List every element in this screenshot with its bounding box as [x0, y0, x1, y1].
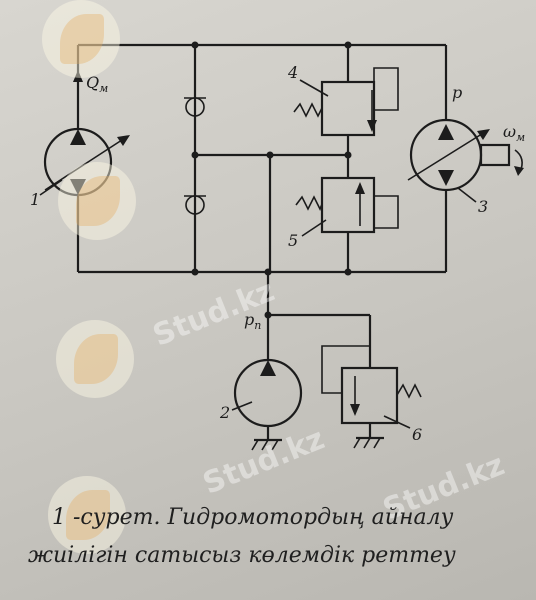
hydraulic-motor-3 [407, 118, 524, 192]
svg-text:3: 3 [478, 197, 488, 216]
variable-pump-1 [43, 70, 130, 197]
svg-text:p: p [452, 83, 462, 102]
caption-line-2: жиілігін сатысыз көлемдік реттеу [28, 543, 456, 568]
check-valves [184, 97, 206, 215]
pipe-network [76, 41, 448, 368]
leader-lines [39, 79, 477, 429]
feed-pump-2 [233, 358, 303, 451]
svg-text:2: 2 [219, 403, 230, 422]
svg-text:pп: pп [244, 310, 261, 332]
relief-valve-6 [321, 345, 422, 449]
hydraulic-circuit-diagram: Qм p ωм pп 1 2 3 4 5 6 [30, 41, 525, 451]
svg-text:6: 6 [412, 425, 422, 444]
svg-text:Qм: Qм [86, 73, 108, 95]
svg-text:4: 4 [287, 63, 298, 82]
relief-valve-4 [293, 67, 399, 137]
caption-line-1: 1 -сурет. Гидромотордың айналу [52, 505, 454, 530]
relief-valve-5 [295, 176, 399, 234]
svg-text:5: 5 [288, 231, 298, 250]
svg-text:ωм: ωм [503, 122, 525, 144]
labels: Qм p ωм pп 1 2 3 4 5 6 [30, 63, 525, 444]
svg-text:1: 1 [30, 190, 40, 209]
